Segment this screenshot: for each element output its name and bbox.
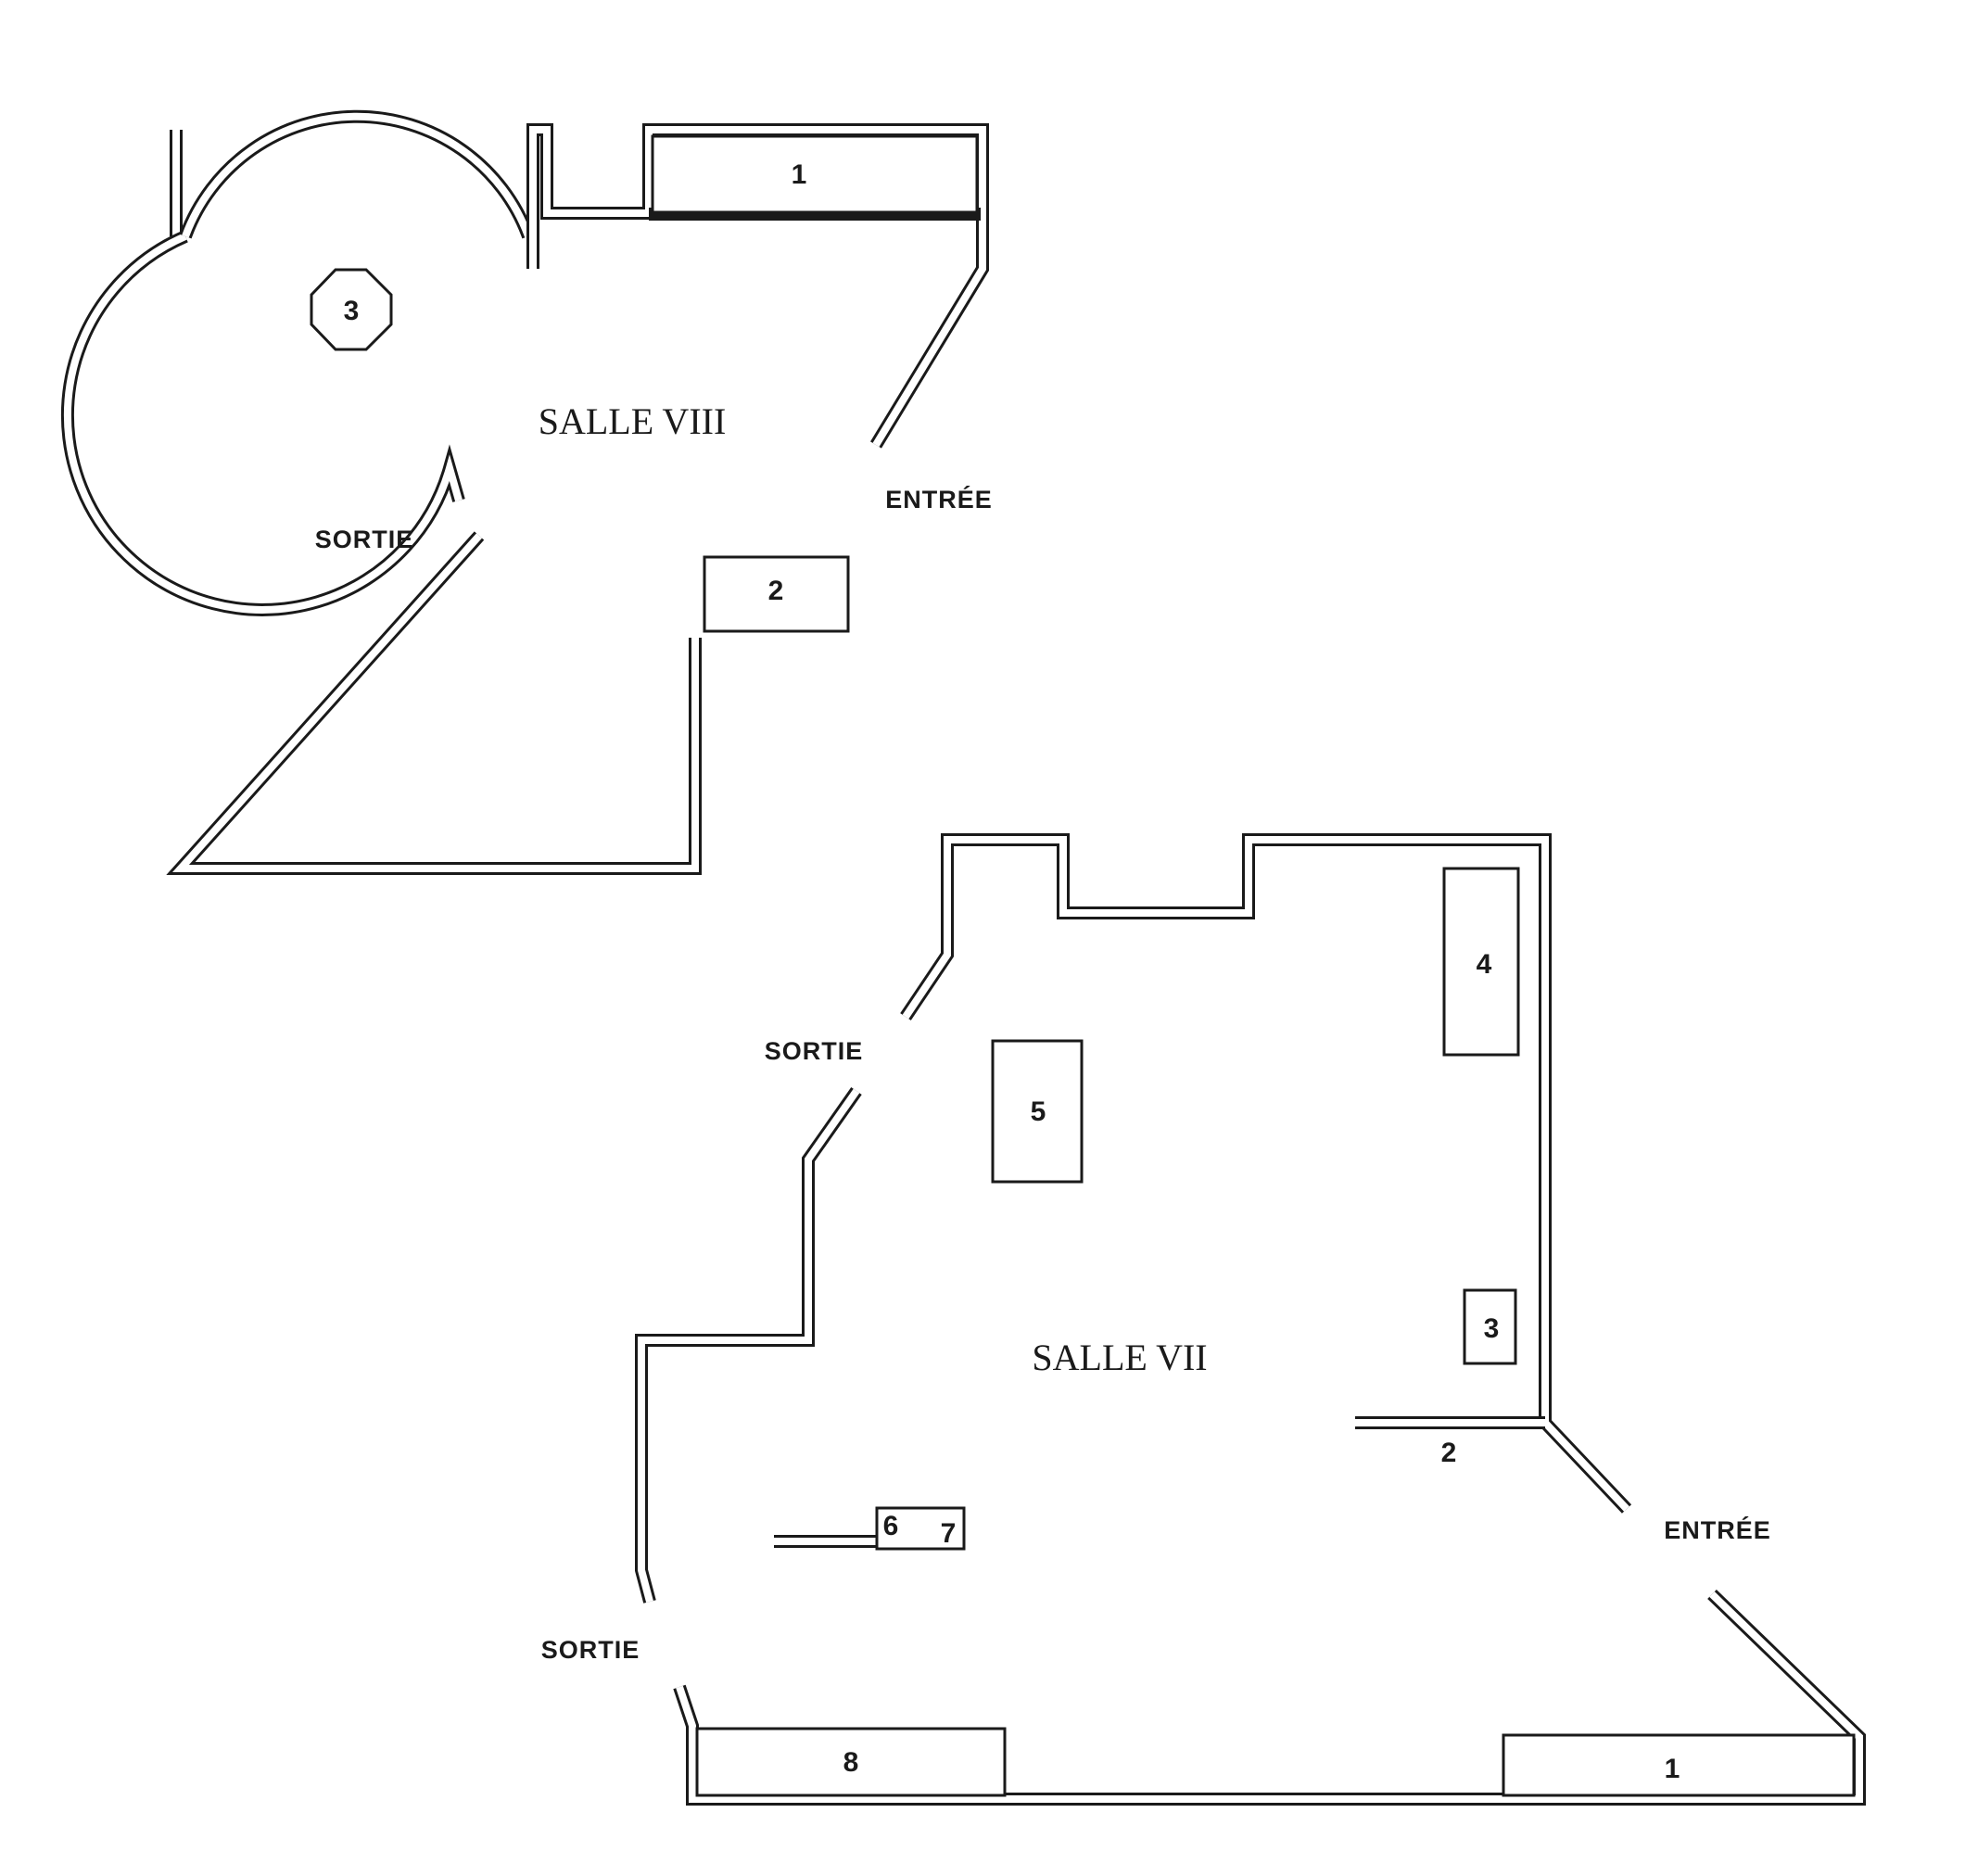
salle-viii-title: SALLE VIII: [539, 400, 727, 442]
salle-vii-exit-upper-label: SORTIE: [765, 1037, 864, 1065]
case-4-number: 4: [1477, 949, 1492, 980]
salle-vii-title: SALLE VII: [1032, 1337, 1207, 1378]
salle-viii-case-2: 2: [703, 555, 850, 633]
salle-vii: 1 2 3 4 5 6 7 8 SALLE VII ENTRÉE SORTIE …: [541, 833, 1866, 1806]
salle-vii-walls: [635, 833, 1866, 1806]
case-2-number: 2: [768, 576, 784, 606]
salle-viii-entrance-label: ENTRÉE: [885, 485, 993, 513]
salle-vii-case-1: 1: [1502, 1733, 1856, 1797]
salle-viii-case-1: 1: [651, 134, 979, 214]
case-1-number: 1: [792, 159, 807, 190]
salle-vii-case-5: 5: [991, 1039, 1084, 1184]
case-6-number: 6: [883, 1511, 899, 1541]
salle-viii-case-3: 3: [310, 268, 393, 351]
salle-vii-exit-lower-label: SORTIE: [541, 1636, 640, 1664]
case-7-number: 7: [941, 1518, 957, 1549]
salle-vii-case-8: 8: [695, 1727, 1007, 1797]
case-2-number: 2: [1441, 1438, 1457, 1468]
case-8-number: 8: [843, 1747, 859, 1778]
case-1-number: 1: [1665, 1754, 1680, 1784]
salle-viii-walls: [60, 109, 989, 875]
case-5-number: 5: [1031, 1096, 1046, 1127]
case-3-number: 3: [344, 296, 360, 326]
salle-vii-case-6-7: 6 7: [875, 1506, 966, 1551]
salle-vii-entrance-label: ENTRÉE: [1664, 1515, 1771, 1544]
salle-vii-case-4: 4: [1442, 867, 1520, 1057]
case-3-number: 3: [1484, 1313, 1500, 1344]
salle-viii-exit-label: SORTIE: [315, 526, 414, 553]
salle-vii-case-3: 3: [1463, 1288, 1517, 1365]
salle-viii: 1 2 3 SALLE VIII ENTRÉE SORTIE: [60, 109, 993, 875]
